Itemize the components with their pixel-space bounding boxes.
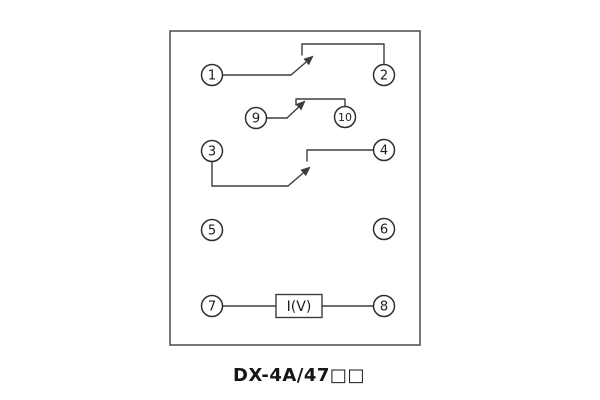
terminal-10-label: 10 [338,111,352,124]
terminal-6: 6 [372,217,396,241]
terminal-9-label: 9 [252,112,260,127]
model-caption: DX-4A/47□□ [233,365,365,386]
terminal-10-circle [333,105,357,129]
terminal-4-label: 4 [380,144,388,159]
contact-blade-arrow-icon [287,166,311,187]
terminal-7-circle [200,294,224,318]
terminal-2: 2 [372,63,396,87]
terminal-3-label: 3 [208,145,216,160]
contact-9-10 [265,98,346,119]
terminal-2-circle [372,63,396,87]
wire-from-terminal-2 [301,43,385,66]
terminal-4: 4 [372,138,396,162]
terminal-8-label: 8 [380,300,388,315]
measuring-element-label: I(V) [287,299,312,315]
terminal-5: 5 [200,218,224,242]
wire-from-terminal-4 [306,149,375,162]
measuring-element-box [275,293,323,319]
terminal-1-label: 1 [208,69,216,84]
terminal-5-label: 5 [208,224,216,239]
enclosure-border [169,30,421,346]
terminal-3: 3 [200,139,224,163]
terminal-5-circle [200,218,224,242]
terminal-8: 8 [372,294,396,318]
terminal-9: 9 [244,106,268,130]
contact-1-2 [221,43,385,76]
terminal-7: 7 [200,294,224,318]
terminal-1: 1 [200,63,224,87]
contact-3-4 [211,149,375,187]
terminal-2-label: 2 [380,69,388,84]
terminal-1-circle [200,63,224,87]
measuring-element-7-8: I(V) [221,293,375,319]
terminal-8-circle [372,294,396,318]
terminal-4-circle [372,138,396,162]
terminal-6-label: 6 [380,223,388,238]
wire-from-terminal-10 [295,98,346,108]
contact-blade-arrow-icon [290,55,314,76]
terminal-10: 10 [333,105,357,129]
terminal-6-circle [372,217,396,241]
terminal-3-circle [200,139,224,163]
terminal-9-circle [244,106,268,130]
contact-blade-arrow-icon [286,100,306,119]
wire-from-terminal-3 [211,160,289,187]
terminal-7-label: 7 [208,300,216,315]
